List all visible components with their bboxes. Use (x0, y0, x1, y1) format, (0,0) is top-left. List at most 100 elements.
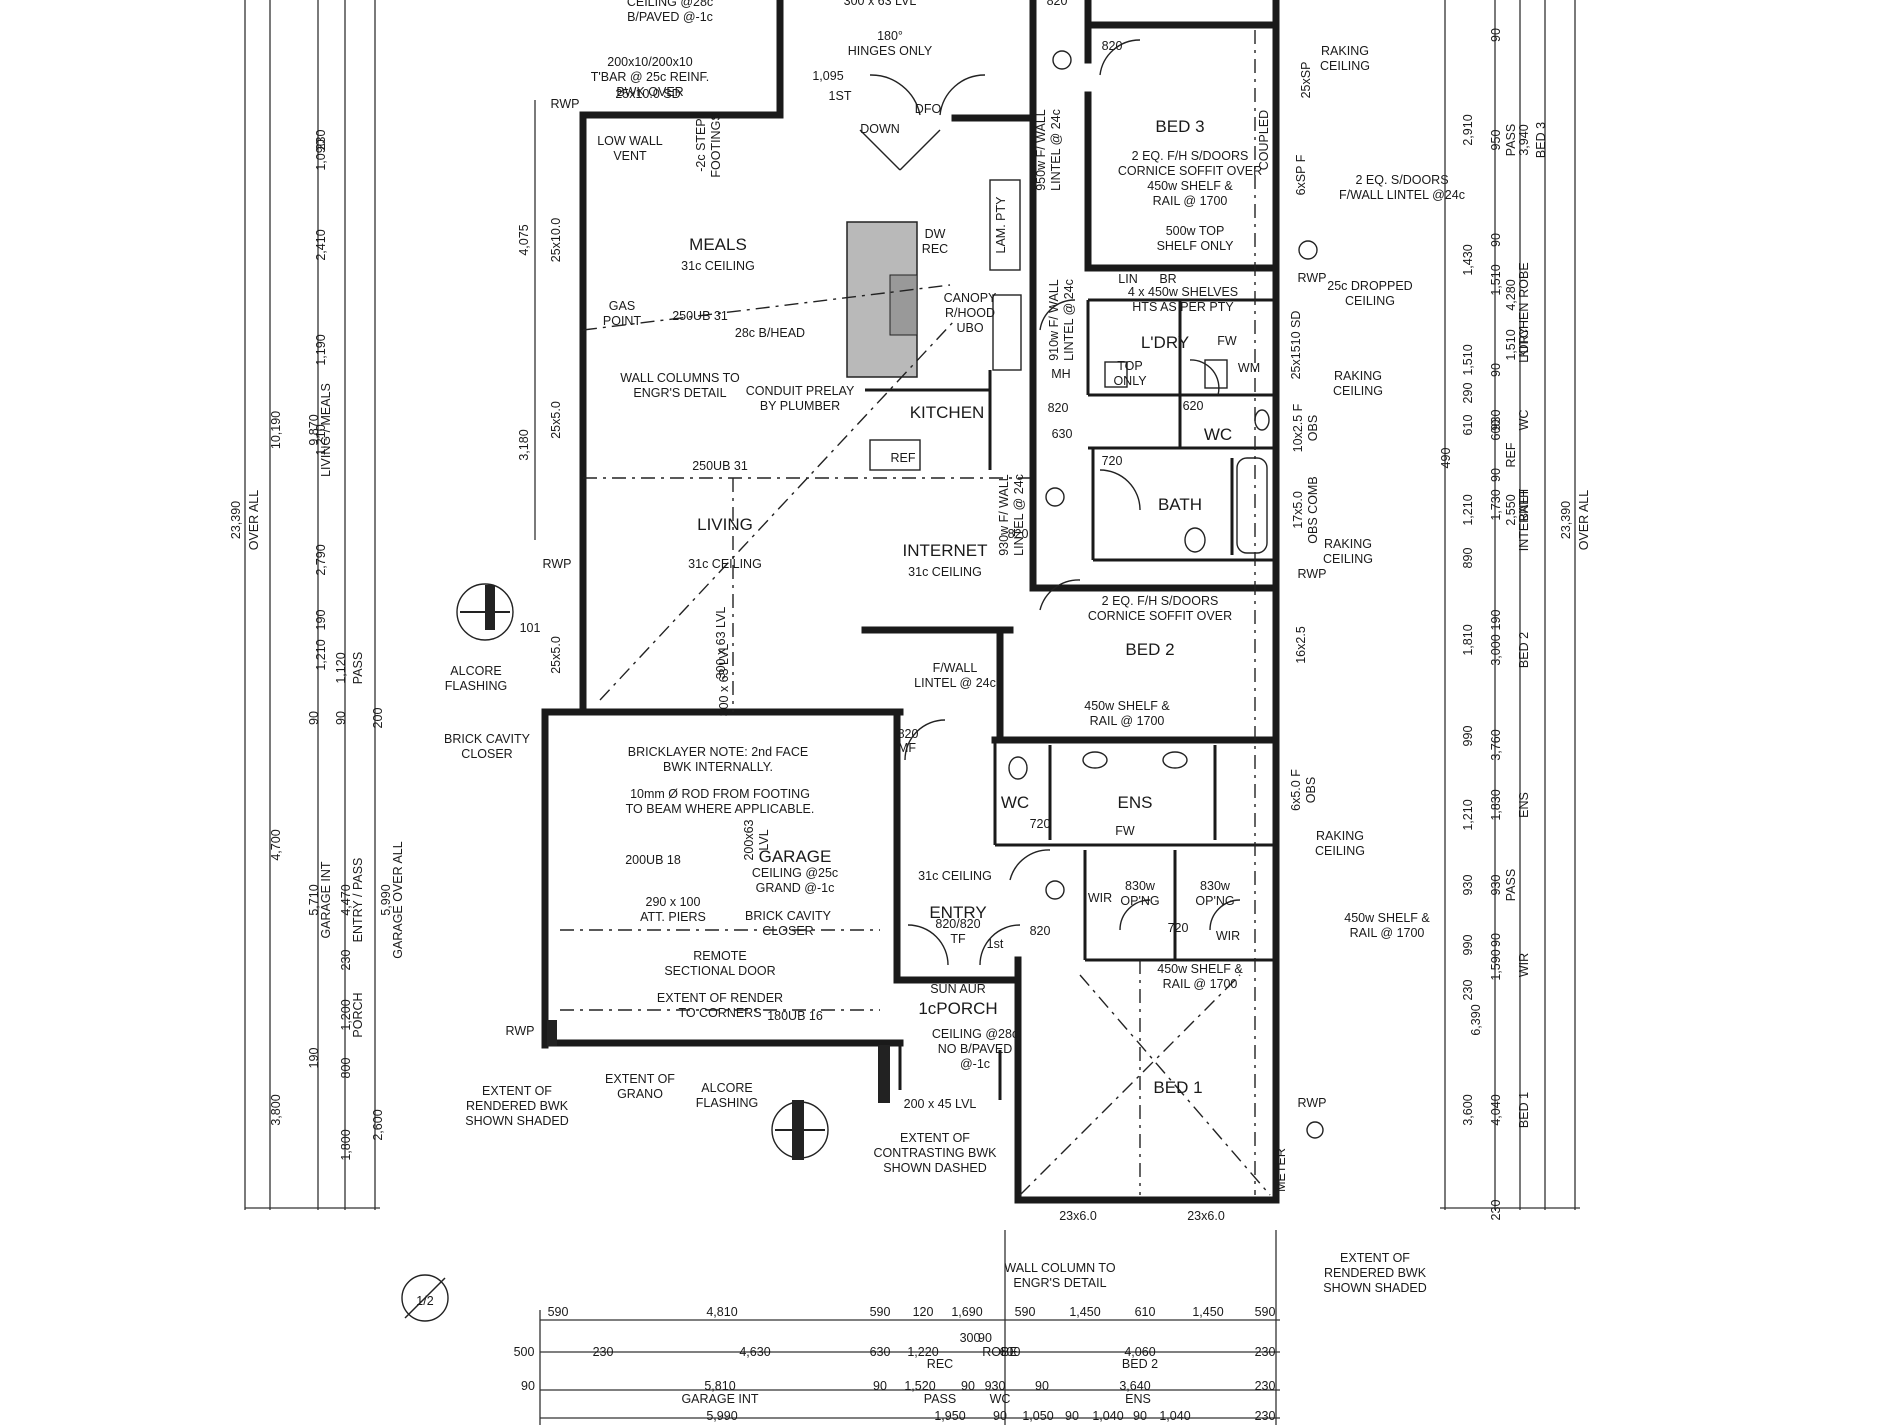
dim-left_dims-a-2: 2,410 (314, 229, 328, 260)
note-sd-25x10: 25x10.0 SD (615, 87, 680, 101)
dimension-text: 2301,0902,4101,1901,2102,7901901,2104,07… (229, 28, 1591, 1423)
dim-right_dims-b-3: 3,940 (1517, 124, 1531, 155)
dim-right_dims-b-1: 950 (1489, 130, 1503, 151)
dim-right_dims-b-26: 1,830 (1489, 789, 1503, 820)
dim-bottom_dims-row1-9: 590 (1255, 1305, 1276, 1319)
note-dfo: DFO (915, 102, 942, 116)
dim-bottom_dims-row4-7: 1,040 (1159, 1409, 1190, 1423)
note-d820f: 820 (1047, 0, 1068, 8)
note-ub18: 200UB 18 (625, 853, 681, 867)
door-swings (869, 39, 1241, 966)
dim-right_dims-a-7: 890 (1461, 548, 1475, 569)
room-ens: ENS (1118, 793, 1153, 812)
dim-bottom_dims-row2-2: 4,630 (739, 1345, 770, 1359)
dim-left_dims-b-1: 3,180 (517, 429, 531, 460)
room-meals-ceiling: 31c CEILING (681, 259, 755, 273)
dim-bottom_dims-row3-0: 90 (521, 1379, 535, 1393)
room-living-ceiling: 31c CEILING (688, 557, 762, 571)
dim-right_dims-b-4: BED 3 (1534, 122, 1548, 158)
dim-right_dims-b-9: KITCHEN (1517, 303, 1531, 358)
dim-left_dims-a-7: 1,210 (314, 639, 328, 670)
dim-left_dims-f-11: 2,600 (371, 1109, 385, 1140)
dim-right_dims-a-8: 1,810 (1461, 624, 1475, 655)
dim-right_dims-a-3: 290 (1461, 383, 1475, 404)
dim-left_dims-e-1: GARAGE INT (319, 861, 333, 938)
note-rwp6: RWP (1298, 1096, 1327, 1110)
dim-left-overall: 23,390 (229, 501, 243, 539)
dim-bottom_dims-row1-7: 610 (1135, 1305, 1156, 1319)
room-wc: WC (1204, 425, 1232, 444)
room-labels: MEALS 31c CEILING LIVING 31c CEILING KIT… (681, 117, 1232, 1097)
dim-right_dims-b-10: 1,510 (1504, 329, 1518, 360)
dim-right_dims-b-6: 1,510 (1489, 264, 1503, 295)
dim-right_dims-b-35: 230 (1489, 1200, 1503, 1221)
note-lintel-910: 910w F/ WALLLINTEL @ 24c (1047, 279, 1076, 361)
dim-left_dims-f-2: 200 (371, 708, 385, 729)
note-lintel-930: 930w F/ WALLLINTEL @ 24c (997, 474, 1026, 556)
dim-bottom_dims-row2-11: BED 2 (1122, 1357, 1158, 1371)
dim-bottom_dims-row2-6: 300 (960, 1331, 981, 1345)
dim-bottom_dims-row1-1: 4,810 (706, 1305, 737, 1319)
dim-right_dims-b-12: 90 (1489, 363, 1503, 377)
dim-right_dims-b-13: 930 (1489, 410, 1503, 431)
dim-bottom_dims-row3-4: 1,520 (904, 1379, 935, 1393)
note-beam-250ub: 250UB 31 (672, 309, 728, 323)
dim-bottom_dims-row2-9: 600 (1000, 1345, 1021, 1359)
dim-left_dims-f-4: PASS (351, 652, 365, 684)
dim-right_dims-a-4: 610 (1461, 415, 1475, 436)
dim-bottom_dims-row2-5: REC (927, 1357, 953, 1371)
dim-bottom_dims-row4-3: 1,050 (1022, 1409, 1053, 1423)
dim-right_dims-a-5: 490 (1439, 448, 1453, 469)
room-ldry: L'DRY (1141, 333, 1189, 352)
dim-left_dims-e-3: ENTRY / PASS (351, 858, 365, 943)
note-ref: REF (891, 451, 916, 465)
dim-left_dims-f-7: PORCH (351, 992, 365, 1037)
note-rwp3: RWP (506, 1024, 535, 1038)
dim-left_dims-f-5: 230 (339, 950, 353, 971)
note-meter: METER (1274, 1148, 1288, 1192)
dim-left_dims-a-5: 2,790 (314, 544, 328, 575)
walls (541, 0, 1280, 1204)
note-wir-shelf1: 450w SHELF &RAIL @ 1700 (1157, 962, 1243, 991)
dim-left_dims-e-0: 5,710 (307, 884, 321, 915)
note-lvl-top: 300 x 63 LVL (844, 0, 917, 8)
dim-right_dims-b-19: BATH (1517, 489, 1531, 521)
dim-bottom_dims-row4-1: 1,950 (934, 1409, 965, 1423)
room-porch: 1cPORCH (918, 999, 997, 1018)
dim-bottom_dims-row1-4: 1,690 (951, 1305, 982, 1319)
note-mh: MH (1051, 367, 1070, 381)
dim-right_dims-a-6: 1,210 (1461, 494, 1475, 525)
dim-bottom_dims-row3-6: 90 (961, 1379, 975, 1393)
dim-right_dims-b-32: WIR (1517, 953, 1531, 977)
dim-bottom_dims-row3-2: GARAGE INT (681, 1392, 758, 1406)
dim-right_dims-a-2: 1,510 (1461, 344, 1475, 375)
dim-bottom_dims-row4-2: 90 (993, 1409, 1007, 1423)
dim-right_dims-b-11: L'DRY (1517, 327, 1531, 363)
room-living: LIVING (697, 515, 753, 534)
note-wir-shelf2: 450w SHELF &RAIL @ 1700 (1344, 911, 1430, 940)
dim-bottom_dims-row4-0: 5,990 (706, 1409, 737, 1423)
dim-right_dims-b-17: 90 (1489, 468, 1503, 482)
note-beam-300: 300 x 63 LVL (714, 607, 728, 680)
dim-bottom_dims-row4-6: 90 (1133, 1409, 1147, 1423)
note-rwp2: RWP (543, 557, 572, 571)
room-bath: BATH (1158, 495, 1202, 514)
dim-right_dims-a-9: 990 (1461, 726, 1475, 747)
